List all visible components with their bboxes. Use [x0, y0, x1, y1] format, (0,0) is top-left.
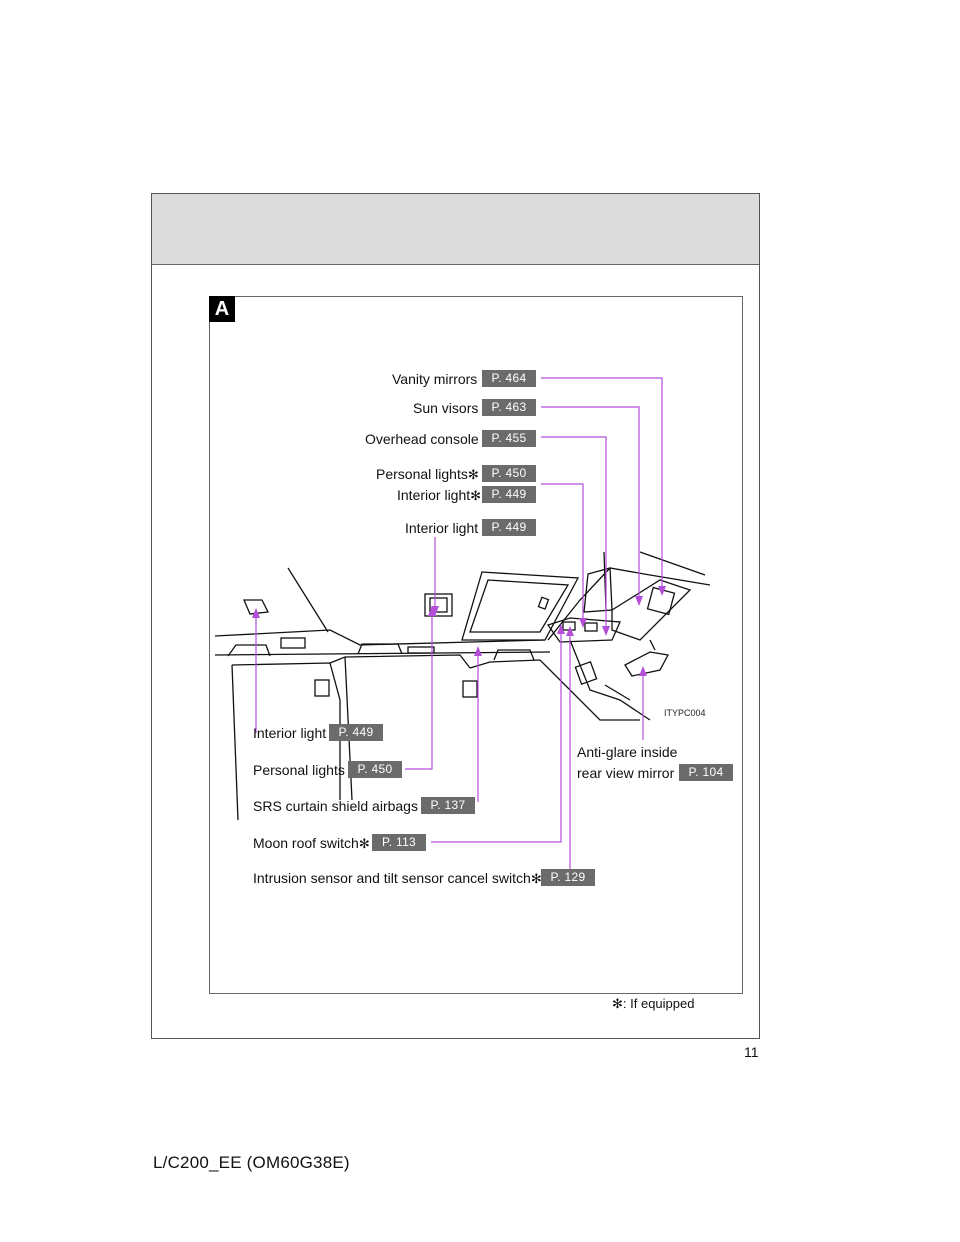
equipped-star: ✻ — [530, 871, 542, 886]
moon-roof-switch-label: Moon roof switch✻ — [253, 835, 370, 851]
page-number: 11 — [744, 1044, 759, 1060]
page-frame — [151, 193, 760, 1039]
document-code: L/C200_EE (OM60G38E) — [153, 1153, 350, 1172]
footnote: ✻: If equipped — [612, 996, 695, 1011]
section-badge: A — [209, 296, 235, 322]
equipped-star: ✻ — [612, 996, 623, 1011]
interior-light-left-label: Interior light — [253, 725, 327, 741]
intrusion-sensor-label: Intrusion sensor and tilt sensor cancel … — [253, 870, 542, 886]
personal-lights-optional-label: Personal lights✻ — [376, 466, 479, 482]
interior-light-optional-label: Interior light✻ — [397, 487, 482, 503]
sun-visors-label: Sun visors — [413, 400, 479, 416]
overhead-console-label: Overhead console — [365, 431, 479, 447]
vanity-mirrors-page-ref[interactable]: P. 464 — [482, 370, 536, 387]
srs-airbags-page-ref[interactable]: P. 137 — [421, 797, 475, 814]
srs-airbags-label: SRS curtain shield airbags — [253, 798, 418, 814]
interior-light-left-page-ref[interactable]: P. 449 — [329, 724, 383, 741]
equipped-star: ✻ — [358, 836, 370, 851]
interior-light-optional-page-ref[interactable]: P. 449 — [482, 486, 536, 503]
overhead-console-page-ref[interactable]: P. 455 — [482, 430, 536, 447]
interior-light-top-page-ref[interactable]: P. 449 — [482, 519, 536, 536]
anti-glare-page-ref[interactable]: P. 104 — [679, 764, 733, 781]
interior-light-top-label: Interior light — [405, 520, 479, 536]
anti-glare-label-line2: rear view mirror — [577, 765, 675, 781]
vanity-mirrors-label: Vanity mirrors — [392, 371, 478, 387]
equipped-star: ✻ — [467, 467, 479, 482]
intrusion-sensor-page-ref[interactable]: P. 129 — [541, 869, 595, 886]
illustration-panel — [209, 296, 743, 994]
personal-lights-optional-page-ref[interactable]: P. 450 — [482, 465, 536, 482]
sun-visors-page-ref[interactable]: P. 463 — [482, 399, 536, 416]
illustration-code: ITYPC004 — [664, 708, 706, 718]
equipped-star: ✻ — [470, 488, 482, 503]
personal-lights-label: Personal lights — [253, 762, 345, 778]
moon-roof-switch-page-ref[interactable]: P. 113 — [372, 834, 426, 851]
personal-lights-page-ref[interactable]: P. 450 — [348, 761, 402, 778]
anti-glare-label-line1: Anti-glare inside — [577, 744, 678, 760]
